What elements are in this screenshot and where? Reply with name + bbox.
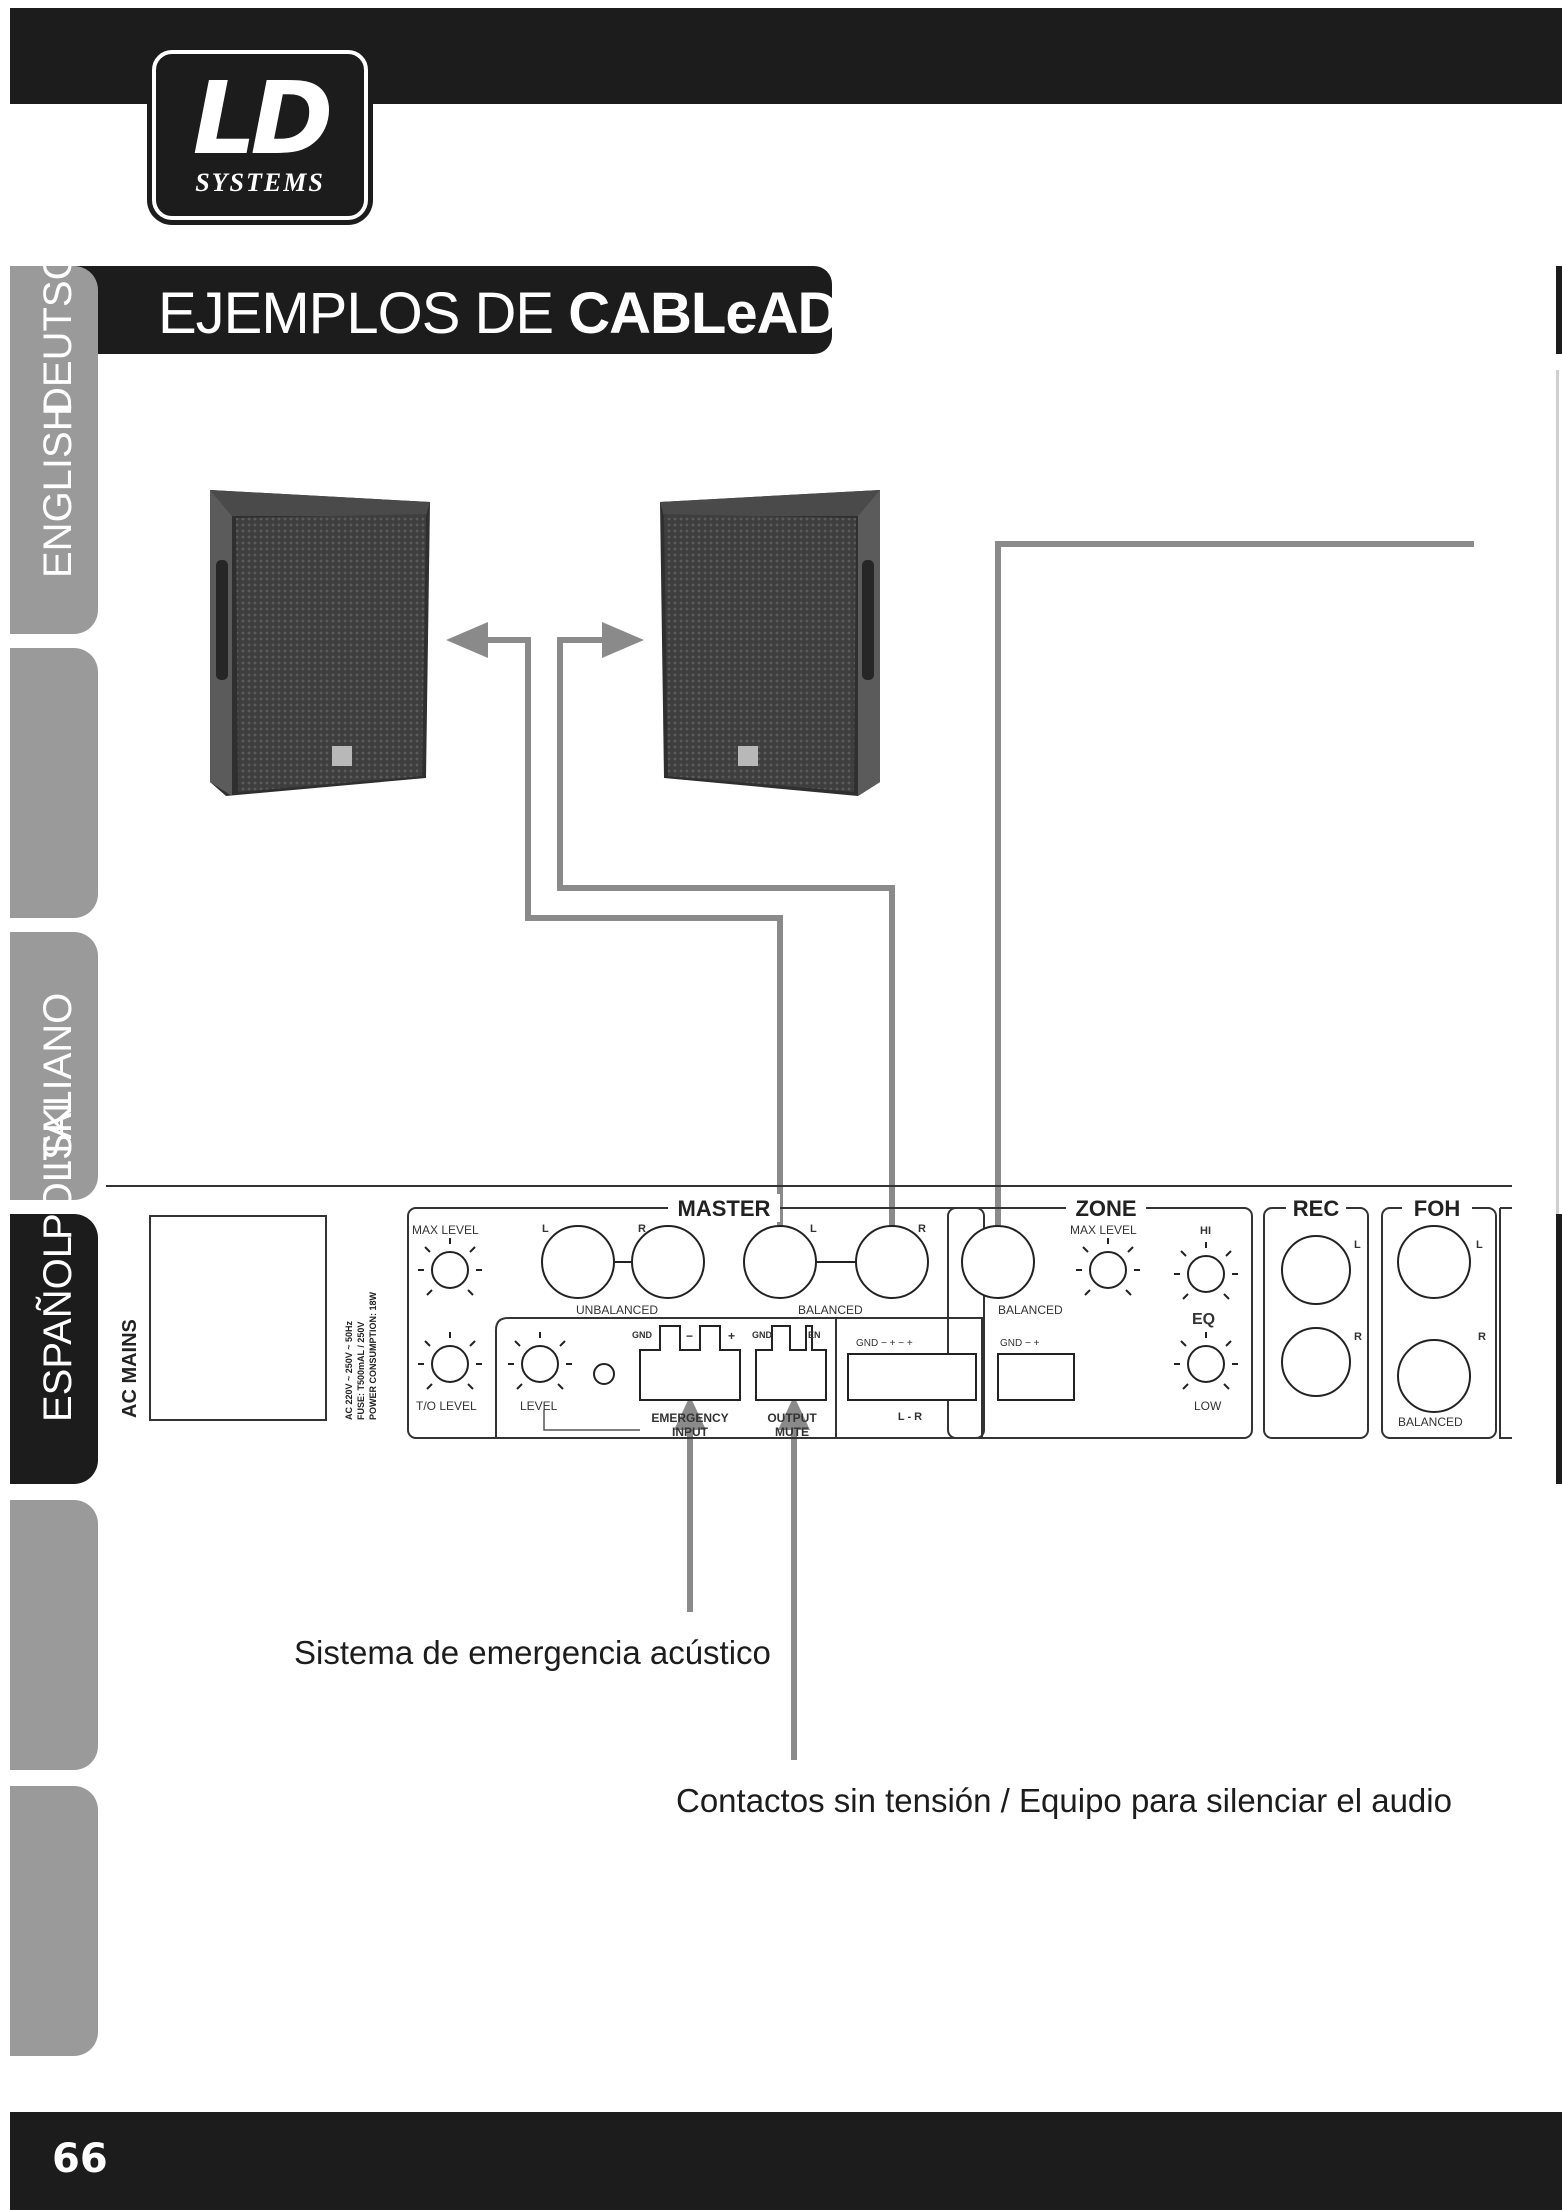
master-inner: [495, 1317, 837, 1438]
max-level-label: MAX LEVEL: [412, 1223, 479, 1237]
master-unbal-r: R: [638, 1223, 646, 1235]
mute-gnd-label: GND: [752, 1330, 773, 1340]
tab-blank-3[interactable]: [10, 1786, 98, 2056]
title-bar: [10, 266, 832, 354]
ld-systems-logo: LD SYSTEMS: [152, 50, 368, 220]
emergency-input-terminal[interactable]: [639, 1325, 741, 1401]
tab-blank-2[interactable]: [10, 1500, 98, 1770]
foh-l-jack[interactable]: [1397, 1225, 1471, 1299]
emergency-input-label-2: INPUT: [672, 1425, 709, 1439]
emergency-plus-label: +: [728, 1329, 735, 1343]
cable-master-r: [557, 637, 895, 1228]
lr-terminal-label: L - R: [898, 1411, 922, 1423]
power-spec-1: AC 220V ~ 250V ~ 50Hz: [344, 1320, 354, 1420]
to-level-knob[interactable]: [431, 1345, 469, 1383]
master-header: MASTER: [678, 1196, 771, 1221]
master-balanced-r-jack[interactable]: [855, 1225, 929, 1299]
arrow-up-icon: [778, 1396, 810, 1430]
arrow-right-icon: [602, 622, 644, 658]
mute-en-label: EN: [808, 1330, 821, 1340]
logo-text: LD: [192, 60, 334, 177]
logo-subtext: SYSTEMS: [195, 168, 325, 197]
eq-low-knob[interactable]: [1187, 1345, 1225, 1383]
master-balanced-l-jack[interactable]: [743, 1225, 817, 1299]
eq-label: EQ: [1192, 1311, 1215, 1328]
zone-max-level-label: MAX LEVEL: [1070, 1223, 1137, 1237]
eq-low-label: LOW: [1194, 1399, 1222, 1413]
master-unbal-l: L: [542, 1223, 549, 1235]
eq-hi-knob[interactable]: [1187, 1255, 1225, 1293]
rec-r-label: R: [1354, 1331, 1362, 1343]
cable-zone: [995, 541, 1474, 1238]
master-unbalanced-l-jack[interactable]: [541, 1225, 615, 1299]
zone-header: ZONE: [1075, 1196, 1136, 1221]
tab-espanol-polski[interactable]: ESPAÑOL POLSKI: [10, 1095, 98, 1484]
unbalanced-label: UNBALANCED: [576, 1303, 658, 1317]
emergency-input-label-1: EMERGENCY: [651, 1411, 728, 1425]
bottom-bar: [10, 2112, 1562, 2210]
rec-l-jack[interactable]: [1281, 1235, 1351, 1305]
foh-r-label: R: [1478, 1331, 1486, 1343]
next-section: [1499, 1207, 1512, 1439]
foh-balanced-label: BALANCED: [1398, 1415, 1463, 1429]
ac-mains-socket: [149, 1215, 327, 1421]
rec-header: REC: [1293, 1196, 1340, 1221]
master-bal-l: L: [810, 1223, 817, 1235]
output-mute-terminal[interactable]: [755, 1325, 827, 1401]
indicator-led: [593, 1363, 615, 1385]
cable-master-l: [480, 637, 783, 1228]
output-mute-label-2: MUTE: [775, 1425, 809, 1439]
master-unbalanced-r-jack[interactable]: [631, 1225, 705, 1299]
caption-contacts: Contactos sin tensión / Equipo para sile…: [676, 1782, 1452, 1819]
ac-mains-label: AC MAINS: [119, 1319, 141, 1418]
lr-terminal[interactable]: [847, 1353, 977, 1401]
power-spec-2: FUSE: T500mAL / 250V: [356, 1322, 366, 1420]
max-level-knob[interactable]: [431, 1251, 469, 1289]
zone-balanced-jack[interactable]: [961, 1225, 1035, 1299]
speaker-right: [660, 490, 880, 796]
emergency-gnd-label: GND: [632, 1330, 653, 1340]
tab-italiano[interactable]: ITALIANO: [10, 932, 98, 1200]
arrowheads: [446, 622, 810, 1430]
tab-blank-1[interactable]: [10, 648, 98, 918]
level-label: LEVEL: [520, 1399, 558, 1413]
rec-l-label: L: [1354, 1239, 1361, 1251]
cables: [480, 541, 1474, 1760]
page-number: 66: [52, 2136, 108, 2182]
level-knob[interactable]: [521, 1345, 559, 1383]
output-mute-label-1: OUTPUT: [767, 1411, 817, 1425]
eq-hi-label: HI: [1200, 1225, 1211, 1237]
right-edge-line: [1556, 1214, 1562, 1484]
power-spec-3: POWER CONSUMPTION: 18W: [368, 1291, 378, 1420]
right-edge-line: [1556, 266, 1562, 354]
master-bal-r: R: [918, 1223, 926, 1235]
emergency-minus-label: −: [686, 1329, 693, 1343]
foh-l-label: L: [1476, 1239, 1483, 1251]
arrow-up-icon: [674, 1396, 706, 1430]
zone-terminal[interactable]: [997, 1353, 1075, 1401]
right-edge-line: [1556, 370, 1559, 1270]
foh-header: FOH: [1414, 1196, 1460, 1221]
tab-english-deutsch[interactable]: ENGLISH DEUTSCH: [10, 223, 98, 634]
speaker-left: [210, 490, 430, 796]
balanced-label: BALANCED: [798, 1303, 863, 1317]
caption-emergency: Sistema de emergencia acústico: [294, 1634, 771, 1671]
foh-r-jack[interactable]: [1397, 1339, 1471, 1413]
lr-pins-label: GND − + − +: [856, 1338, 913, 1349]
zone-max-level-knob[interactable]: [1089, 1251, 1127, 1289]
zone-pins-label: GND − +: [1000, 1338, 1040, 1349]
arrow-left-icon: [446, 622, 488, 658]
rec-r-jack[interactable]: [1281, 1327, 1351, 1397]
page-title: EJEMPLOS DE CABLeADO:: [158, 281, 899, 346]
to-level-label: T/O LEVEL: [416, 1399, 477, 1413]
zone-balanced-label: BALANCED: [998, 1303, 1063, 1317]
